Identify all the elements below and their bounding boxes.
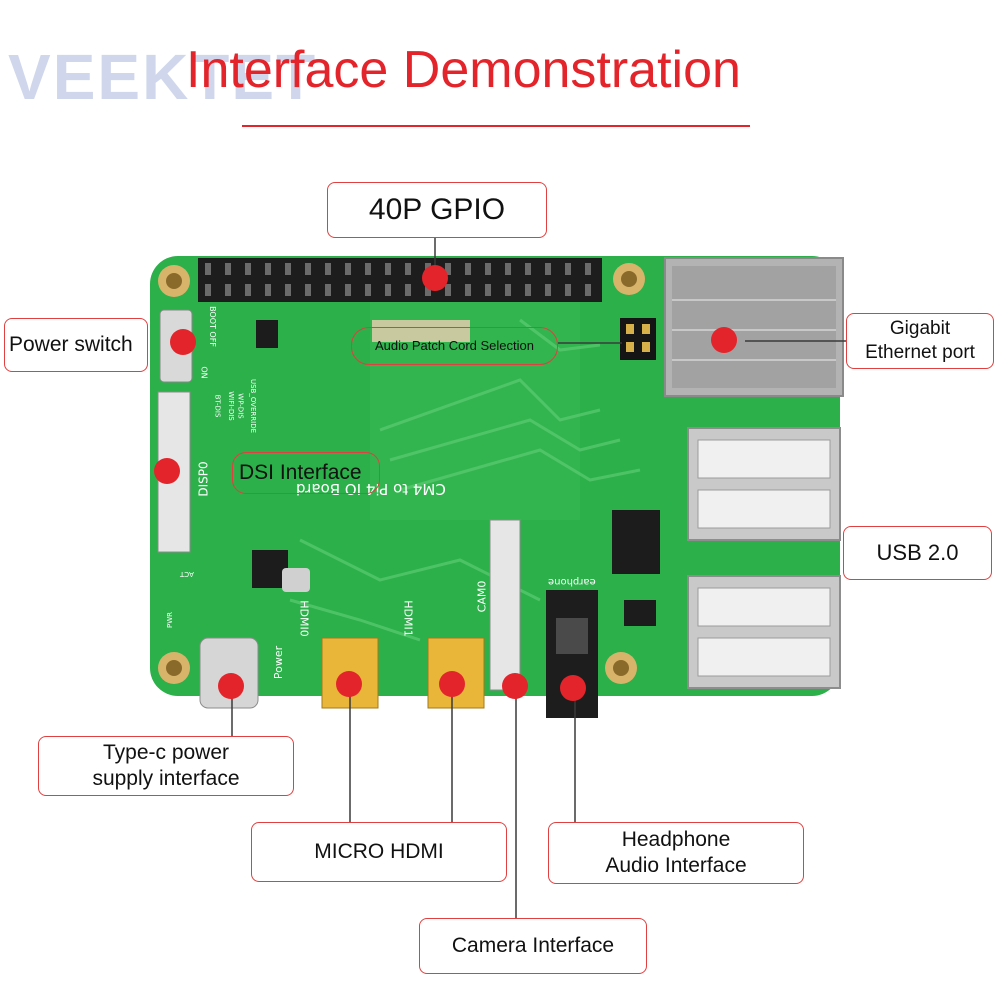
- page-title: Interface Demonstration: [186, 41, 741, 99]
- silk-power: Power: [272, 645, 286, 680]
- audio-patch-jumper: [372, 318, 656, 360]
- silk-hdmi0: HDMI0: [297, 600, 311, 637]
- brand-watermark: VEEKTET: [8, 41, 318, 113]
- silk-bt-dis: BT-DIS: [213, 394, 222, 418]
- callout-dsi-text: DSI Interface: [239, 460, 362, 484]
- camera-connector: [489, 519, 521, 691]
- silk-disp0: DISP0: [196, 461, 211, 497]
- callout-power-switch: Power switch: [4, 318, 148, 372]
- marker-dots: [154, 265, 737, 701]
- silk-earphone: earphone: [548, 576, 596, 587]
- callout-ethernet-line1: Gigabit: [889, 318, 951, 340]
- callout-ethernet-line2: Ethernet port: [865, 342, 975, 363]
- callout-typec-line1: Type-c power: [102, 740, 230, 764]
- headphone-jack-opening: [556, 618, 588, 654]
- callout-power-switch-text: Power switch: [9, 332, 133, 356]
- callout-typec: Type-c power supply interface: [38, 736, 294, 796]
- callout-headphone: Headphone Audio Interface: [548, 822, 804, 884]
- silk-act: ACT: [180, 570, 194, 578]
- leader-lines: [231, 238, 846, 918]
- callout-headphone-line1: Headphone: [621, 827, 731, 851]
- silk-wp-dis: WP-DIS: [236, 393, 245, 419]
- callout-gpio-text: 40P GPIO: [368, 193, 506, 227]
- usb-ports: [687, 427, 841, 689]
- mounting-holes: [158, 263, 645, 684]
- title-underline: [242, 125, 750, 127]
- silk-usb-override: USB_OVERRIDE: [249, 378, 258, 434]
- typec-connector: [199, 637, 259, 709]
- callout-typec-line2: supply interface: [92, 767, 240, 790]
- callout-camera-text: Camera Interface: [451, 933, 615, 957]
- ic-chips: [252, 320, 660, 626]
- gpio-header: [198, 258, 602, 302]
- callout-camera: Camera Interface: [419, 918, 647, 974]
- callout-dsi: DSI Interface: [232, 452, 380, 494]
- callout-usb: USB 2.0: [843, 526, 992, 580]
- callout-audio-patch-text: Audio Patch Cord Selection: [375, 337, 534, 353]
- callout-audio-patch: Audio Patch Cord Selection: [351, 327, 558, 365]
- callout-usb-text: USB 2.0: [876, 540, 959, 566]
- silk-boot-off: BOOT OFF: [207, 306, 217, 347]
- callout-gpio: 40P GPIO: [327, 182, 547, 238]
- callout-micro-hdmi: MICRO HDMI: [251, 822, 507, 882]
- callout-micro-hdmi-text: MICRO HDMI: [314, 839, 444, 863]
- silk-wifi-dis: WIFI-DIS: [226, 391, 235, 421]
- crystal: [282, 568, 310, 592]
- ethernet-port: [664, 257, 844, 397]
- silk-cam0: CAM0: [475, 580, 489, 613]
- silk-on: ON: [199, 366, 209, 379]
- silk-hdmi1: HDMI1: [401, 600, 415, 637]
- callout-headphone-line2: Audio Interface: [605, 854, 747, 877]
- callout-ethernet: Gigabit Ethernet port: [846, 313, 994, 369]
- silk-pwr: PWR: [166, 611, 175, 629]
